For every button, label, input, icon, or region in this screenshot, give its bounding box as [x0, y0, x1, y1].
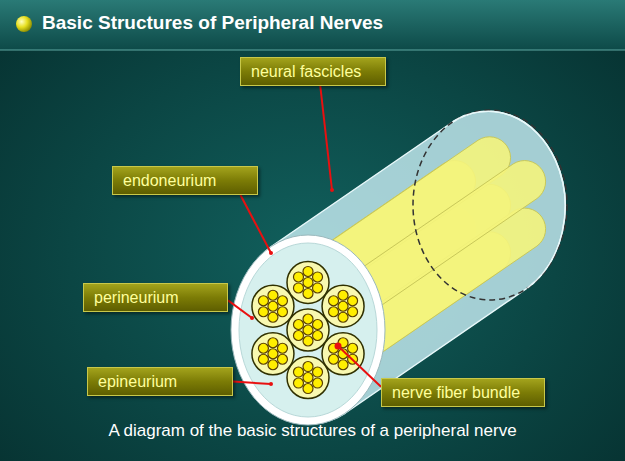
nerve-fiber	[303, 373, 313, 383]
leader-dot	[269, 251, 273, 255]
nerve-sheath-tube	[233, 111, 565, 423]
label-text: nerve fiber bundle	[392, 383, 534, 402]
nerve-fiber	[268, 290, 278, 300]
fascicle-section	[252, 333, 294, 375]
header-rule	[0, 50, 625, 51]
label-text: neural fascicles	[251, 62, 375, 81]
title-bullet	[16, 16, 32, 32]
leader-line	[320, 86, 332, 190]
nerve-fiber	[268, 338, 278, 348]
nerve-fiber	[313, 367, 323, 377]
header-bar	[0, 0, 625, 50]
label-text: endoneurium	[123, 171, 247, 190]
nerve-fiber	[313, 320, 323, 330]
leader-dot	[250, 316, 254, 320]
label-text: epineurium	[98, 372, 222, 391]
nerve-fiber	[258, 296, 268, 306]
nerve-fiber	[277, 307, 287, 317]
slide-title: Basic Structures of Peripheral Nerves	[42, 12, 383, 34]
nerve-fiber	[268, 360, 278, 370]
leader-line	[240, 195, 271, 253]
fascicle-section	[287, 309, 329, 351]
nerve-fiber	[303, 266, 313, 276]
nerve-fiber	[303, 325, 313, 335]
fascicle-section	[322, 285, 364, 327]
label-box: epineurium	[87, 367, 233, 396]
leader-dot	[269, 382, 273, 386]
nerve-fiber	[258, 343, 268, 353]
figure-caption: A diagram of the basic structures of a p…	[0, 421, 625, 441]
nerve-fiber	[348, 307, 358, 317]
nerve-drawing	[231, 110, 567, 425]
nerve-fiber	[293, 331, 303, 341]
nerve-fiber	[303, 336, 313, 346]
nerve-fiber	[313, 378, 323, 388]
nerve-fiber	[338, 290, 348, 300]
epineurium-ring	[231, 235, 385, 425]
nerve-fiber	[338, 301, 348, 311]
fascicle-section	[287, 357, 329, 399]
nerve-fiber	[293, 367, 303, 377]
leader-line	[228, 300, 252, 318]
nerve-fiber	[293, 320, 303, 330]
label-box: neural fascicles	[240, 57, 386, 86]
nerve-fiber	[277, 343, 287, 353]
nerve-fiber	[268, 312, 278, 322]
nerve-fiber	[258, 307, 268, 317]
nerve-fiber	[348, 296, 358, 306]
fascicle-section	[322, 333, 364, 375]
nerve-fiber	[293, 283, 303, 293]
nerve-fiber	[329, 296, 339, 306]
label-box: endoneurium	[112, 166, 258, 195]
nerve-fiber	[303, 288, 313, 298]
leader-dot	[335, 343, 342, 350]
nerve-fiber	[348, 343, 358, 353]
nerve-fiber	[313, 272, 323, 282]
nerve-fiber	[303, 314, 313, 324]
perineurium-area	[239, 243, 377, 417]
fascicle-section	[252, 285, 294, 327]
nerve-fiber	[329, 354, 339, 364]
leader-line	[338, 346, 381, 387]
nerve-fiber	[268, 301, 278, 311]
nerve-fiber	[313, 283, 323, 293]
leader-lines	[228, 86, 381, 387]
label-box: perineurium	[83, 283, 228, 312]
nerve-fiber	[277, 354, 287, 364]
leader-line	[233, 382, 271, 385]
nerve-fiber	[338, 312, 348, 322]
nerve-fiber	[313, 331, 323, 341]
tube-edge	[453, 111, 566, 288]
nerve-fiber	[293, 378, 303, 388]
nerve-fiber	[303, 362, 313, 372]
nerve-fiber	[338, 360, 348, 370]
nerve-fiber	[303, 277, 313, 287]
nerve-fiber	[293, 272, 303, 282]
nerve-fiber	[329, 307, 339, 317]
label-text: perineurium	[94, 288, 217, 307]
nerve-fiber	[268, 349, 278, 359]
nerve-fiber	[303, 384, 313, 394]
fascicle-section	[287, 261, 329, 303]
leader-dot	[330, 188, 334, 192]
nerve-fiber	[277, 296, 287, 306]
back-end-outline	[413, 110, 567, 300]
label-box: nerve fiber bundle	[381, 378, 545, 407]
nerve-fiber	[258, 354, 268, 364]
